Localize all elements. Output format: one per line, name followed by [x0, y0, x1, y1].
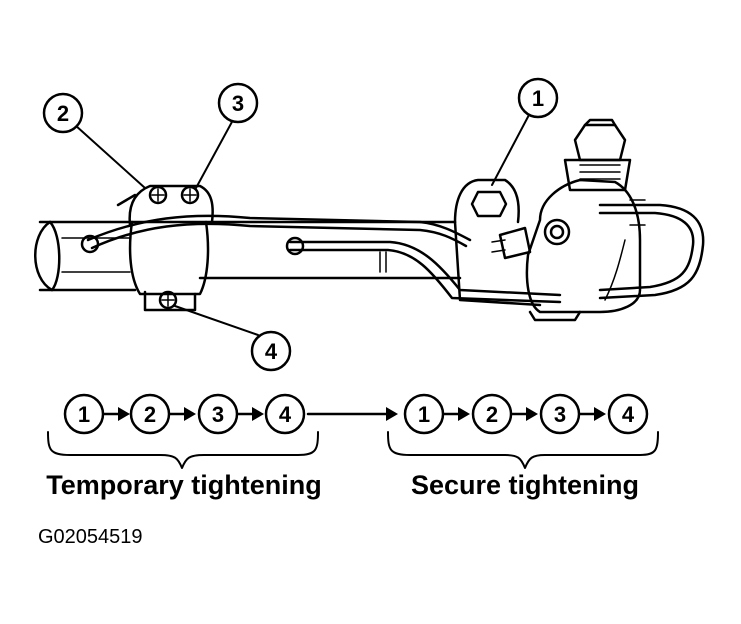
secure-step-4-circle — [607, 393, 649, 435]
secure-step-1-circle — [403, 393, 445, 435]
temp-step-1: 1 — [78, 402, 90, 427]
callout-2: 2 — [57, 101, 69, 126]
sequence-arrowheads — [118, 407, 606, 421]
temp-step-4: 4 — [279, 402, 292, 427]
secure-step-1: 1 — [418, 402, 430, 427]
temp-step-4-circle — [264, 393, 306, 435]
hydraulic-lines — [80, 203, 705, 304]
sequence-braces — [47, 431, 659, 469]
mounting-clamp — [116, 184, 214, 312]
callout-1-circle — [517, 77, 559, 119]
callout-3: 3 — [232, 91, 244, 116]
callout-4-circle — [250, 330, 292, 372]
figure-id: G02054519 — [38, 526, 143, 548]
temp-step-2-circle — [129, 393, 171, 435]
callout-2-circle — [42, 92, 84, 134]
temp-step-3-circle — [197, 393, 239, 435]
callout-leaders — [74, 112, 531, 336]
callout-3-circle — [217, 82, 259, 124]
temp-step-1-circle — [63, 393, 105, 435]
secure-step-2-circle — [471, 393, 513, 435]
secure-tightening-label: Secure tightening — [411, 470, 639, 500]
rack-housing — [34, 220, 462, 292]
callout-1: 1 — [532, 86, 544, 111]
temporary-tightening-label: Temporary tightening — [46, 470, 322, 500]
secure-step-4: 4 — [622, 402, 635, 427]
secure-step-2: 2 — [486, 402, 498, 427]
secure-step-3: 3 — [554, 402, 566, 427]
pinion-housing — [525, 118, 646, 322]
temp-step-2: 2 — [144, 402, 156, 427]
callout-4: 4 — [265, 339, 278, 364]
secure-step-3-circle — [539, 393, 581, 435]
temp-step-3: 3 — [212, 402, 224, 427]
